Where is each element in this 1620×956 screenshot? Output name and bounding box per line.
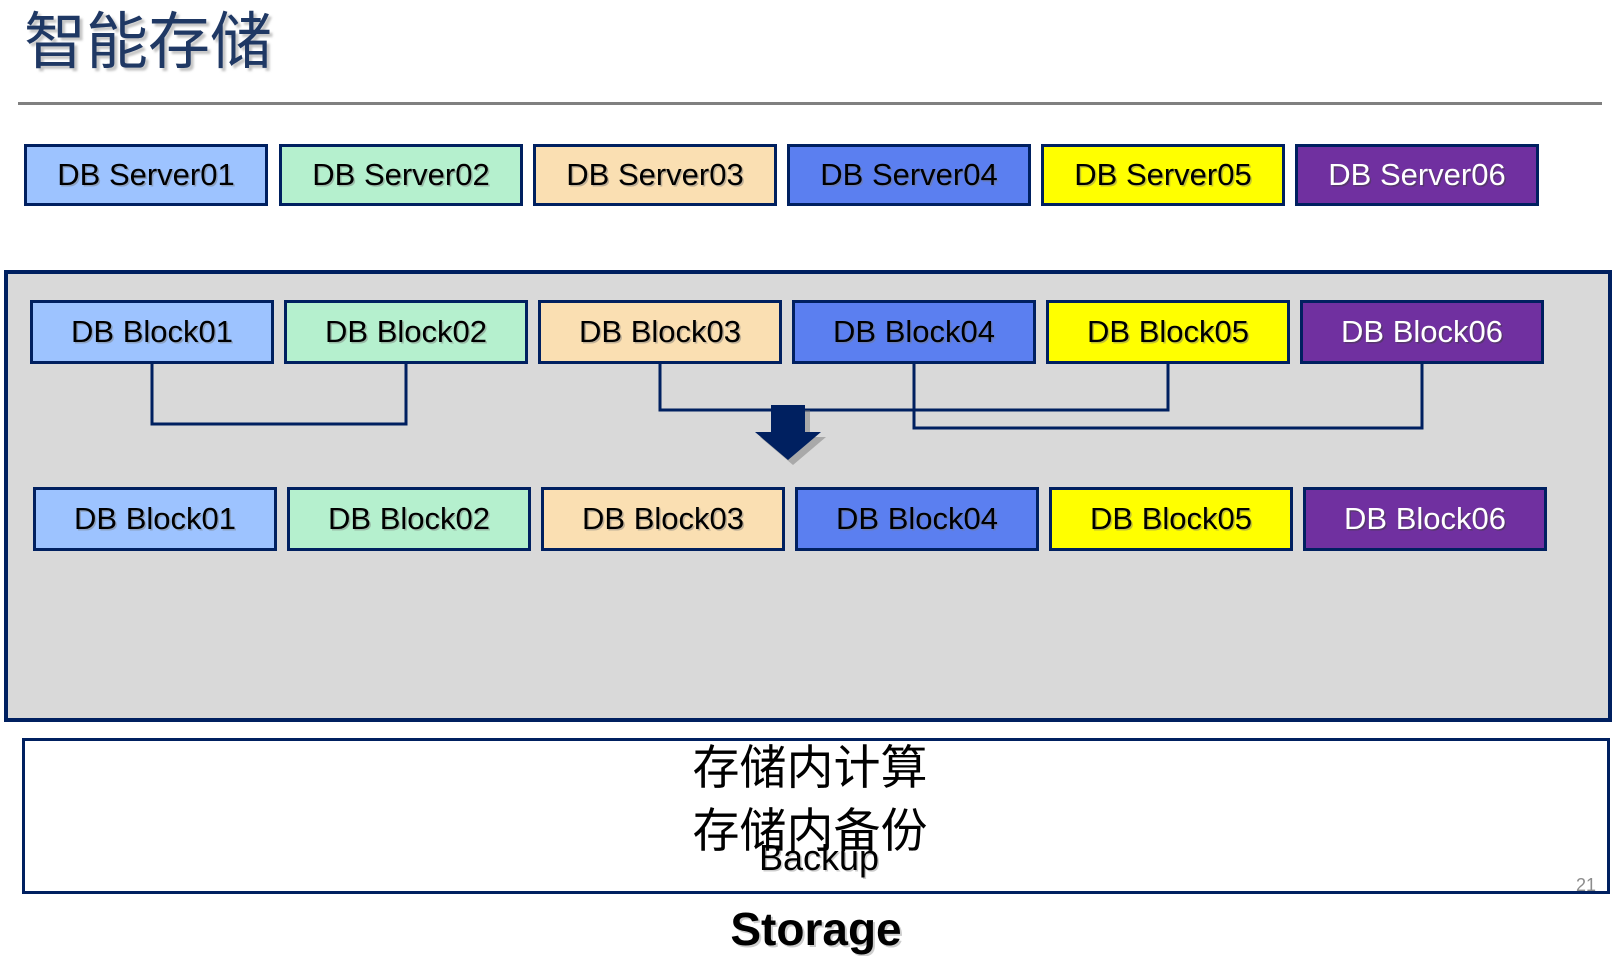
db-block-box-backup-5[interactable]: DB Block05 xyxy=(1049,487,1293,551)
db-block-box-backup-label: DB Block01 xyxy=(74,501,236,536)
db-block-box-backup-3[interactable]: DB Block03 xyxy=(541,487,785,551)
db-block-box-backup-label: DB Block05 xyxy=(1090,501,1252,536)
db-block-box-primary-2[interactable]: DB Block02 xyxy=(284,300,528,364)
db-server-box-6[interactable]: DB Server06 xyxy=(1295,144,1539,206)
db-block-box-backup-label: DB Block06 xyxy=(1344,501,1506,536)
db-block-box-primary-5[interactable]: DB Block05 xyxy=(1046,300,1290,364)
page-title: 智能存储 xyxy=(24,8,273,77)
db-server-box-5[interactable]: DB Server05 xyxy=(1041,144,1285,206)
database-block-row-primary: DB Block01 DB Block02 DB Block03 DB Block04… xyxy=(8,274,1616,726)
db-server-box-label: DB Server02 xyxy=(312,157,490,192)
caption-line-2: 存储内备份 xyxy=(692,804,928,858)
db-block-box-backup-2[interactable]: DB Block02 xyxy=(287,487,531,551)
db-server-box-2[interactable]: DB Server02 xyxy=(279,144,523,206)
title-divider xyxy=(18,102,1602,105)
db-block-box-primary-label: DB Block03 xyxy=(579,314,741,349)
db-block-box-backup-4[interactable]: DB Block04 xyxy=(795,487,1039,551)
db-server-box-label: DB Server05 xyxy=(1074,157,1252,192)
db-server-box-4[interactable]: DB Server04 xyxy=(787,144,1031,206)
db-server-box-1[interactable]: DB Server01 xyxy=(24,144,268,206)
storage-container: DB Block01 DB Block02 DB Block03 DB Block04… xyxy=(4,270,1612,955)
db-block-box-primary-label: DB Block01 xyxy=(71,314,233,349)
db-block-box-primary-6[interactable]: DB Block06 xyxy=(1300,300,1544,364)
storage-label: Storage xyxy=(730,903,902,955)
db-server-box-label: DB Server04 xyxy=(820,157,998,192)
backup-container: DB Block01 DB Block02 DB Block03 DB Block04… xyxy=(22,487,1613,897)
db-server-box-label: DB Server06 xyxy=(1328,157,1506,192)
database-block-row-backup: DB Block01 DB Block02 DB Block03 DB Block04… xyxy=(25,487,1613,897)
db-block-box-primary-label: DB Block05 xyxy=(1087,314,1249,349)
footer-captions: 存储内计算存储内备份 xyxy=(0,736,1620,863)
db-block-box-primary-label: DB Block02 xyxy=(325,314,487,349)
caption-line-1: 存储内计算 xyxy=(692,741,928,794)
db-block-box-primary-label: DB Block04 xyxy=(833,314,995,349)
db-server-box-label: DB Server01 xyxy=(57,157,235,192)
backup-label: Backup xyxy=(758,837,880,878)
db-block-box-primary-1[interactable]: DB Block01 xyxy=(30,300,274,364)
db-server-box-3[interactable]: DB Server03 xyxy=(533,144,777,206)
db-server-box-label: DB Server03 xyxy=(566,157,744,192)
db-block-box-backup-label: DB Block04 xyxy=(836,501,998,536)
db-block-box-backup-label: DB Block02 xyxy=(328,501,490,536)
db-block-box-primary-label: DB Block06 xyxy=(1341,314,1503,349)
database-server-row: DB Server01 DB Server02 DB Server03 DB Serv… xyxy=(24,144,1539,206)
db-block-box-backup-1[interactable]: DB Block01 xyxy=(33,487,277,551)
db-block-box-primary-3[interactable]: DB Block03 xyxy=(538,300,782,364)
db-block-box-backup-label: DB Block03 xyxy=(582,501,744,536)
db-block-box-primary-4[interactable]: DB Block04 xyxy=(792,300,1036,364)
db-block-box-backup-6[interactable]: DB Block06 xyxy=(1303,487,1547,551)
page-number: 21 xyxy=(1575,875,1596,895)
